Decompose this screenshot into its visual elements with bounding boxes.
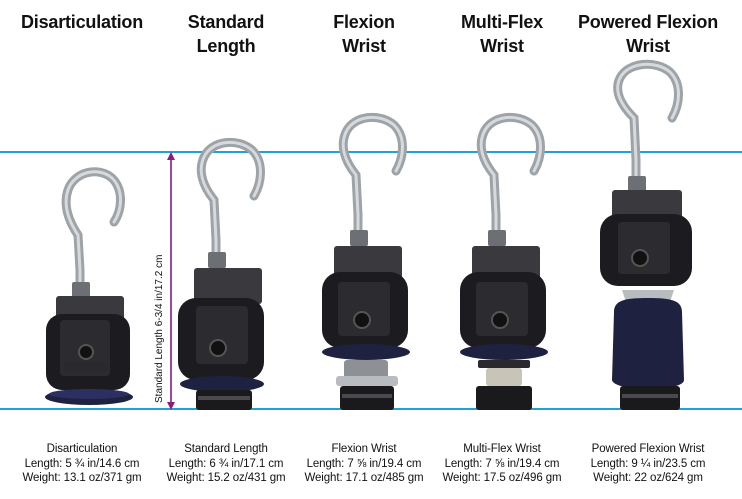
product-name: Multi-Flex Wrist bbox=[463, 443, 541, 455]
product-caption: Powered Flexion Wrist Length: 9 ¼ in/23.… bbox=[574, 442, 722, 486]
product-name: Standard Length bbox=[184, 443, 268, 455]
product-caption: Disarticulation Length: 5 ¾ in/14.6 cm W… bbox=[8, 442, 156, 486]
product-disarticulation: Disarticulation Disarticulation Length: … bbox=[8, 0, 156, 499]
product-caption: Standard Length Length: 6 ¾ in/17.1 cm W… bbox=[152, 442, 300, 486]
product-caption: Multi-Flex Wrist Length: 7 ⅝ in/19.4 cm … bbox=[428, 442, 576, 486]
standard-length-terminal-device-image bbox=[178, 137, 265, 410]
product-title: Powered Flexion Wrist bbox=[577, 12, 719, 56]
product-weight: Weight: 17.5 oz/496 gm bbox=[442, 472, 562, 484]
top-reference-line bbox=[0, 151, 742, 153]
product-caption: Flexion Wrist Length: 7 ⅝ in/19.4 cm Wei… bbox=[290, 442, 438, 486]
disarticulation-terminal-device-image bbox=[45, 167, 133, 405]
product-length: Length: 7 ⅝ in/19.4 cm bbox=[306, 457, 422, 470]
flexion-wrist-terminal-device-image bbox=[322, 112, 410, 410]
product-multi-flex-wrist: Multi-Flex Wrist Multi-Flex Wrist Length… bbox=[428, 0, 576, 499]
product-length: Length: 7 ⅝ in/19.4 cm bbox=[444, 457, 560, 470]
product-length: Length: 6 ¾ in/17.1 cm bbox=[168, 457, 284, 470]
product-standard-length: Standard Length Standard Length Length: … bbox=[152, 0, 300, 499]
product-flexion-wrist: Flexion Wrist Flexion Wrist Length: 7 ⅝ … bbox=[290, 0, 438, 499]
product-length: Length: 5 ¾ in/14.6 cm bbox=[24, 457, 140, 470]
multi-flex-wrist-terminal-device-image bbox=[460, 112, 548, 410]
product-title: Disarticulation bbox=[20, 12, 144, 32]
product-name: Powered Flexion Wrist bbox=[591, 443, 705, 455]
product-weight: Weight: 15.2 oz/431 gm bbox=[166, 472, 286, 484]
product-title: Multi-Flex Wrist bbox=[461, 12, 543, 56]
product-name: Flexion Wrist bbox=[331, 443, 397, 455]
product-weight: Weight: 22 oz/624 gm bbox=[593, 472, 703, 484]
product-weight: Weight: 17.1 oz/485 gm bbox=[304, 472, 424, 484]
product-length: Length: 9 ¼ in/23.5 cm bbox=[590, 457, 706, 470]
product-weight: Weight: 13.1 oz/371 gm bbox=[22, 472, 142, 484]
product-title: Flexion Wrist bbox=[333, 12, 395, 56]
powered-flexion-wrist-terminal-device-image bbox=[600, 59, 692, 410]
product-name: Disarticulation bbox=[46, 443, 118, 455]
product-title: Standard Length bbox=[187, 12, 265, 56]
product-powered-flexion-wrist: Powered Flexion Wrist Powered Flexion Wr… bbox=[574, 0, 722, 499]
